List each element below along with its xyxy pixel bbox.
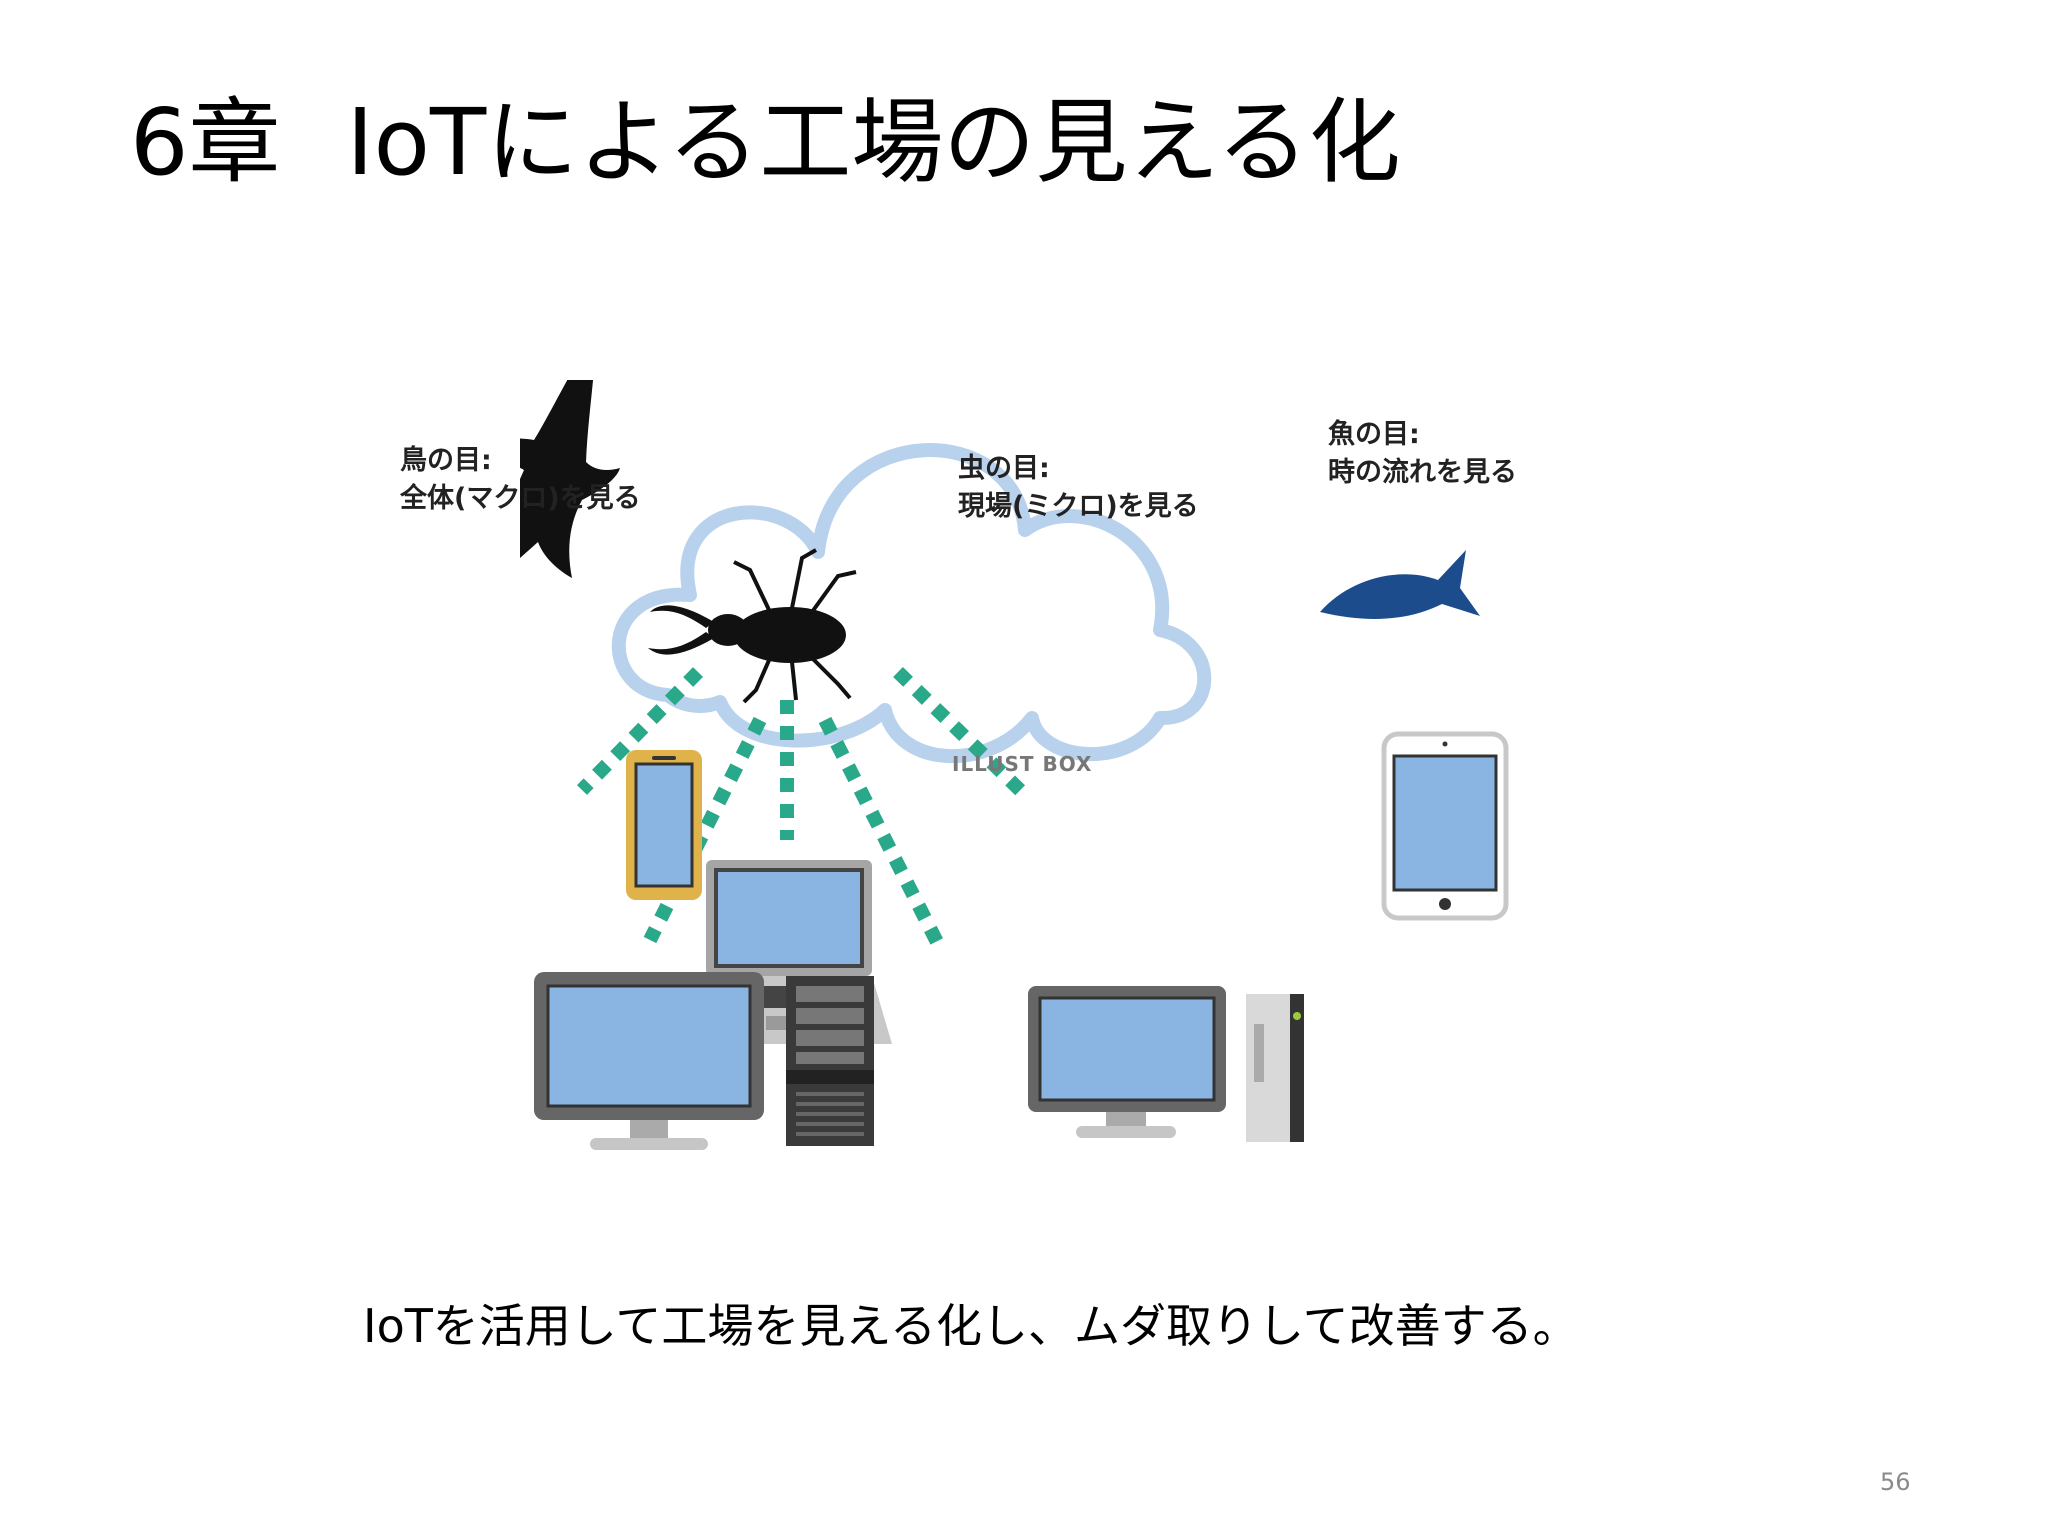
tower-pc-left-icon [786, 976, 874, 1146]
insect-eye-label-line2: 現場(ミクロ)を見る [958, 491, 1199, 522]
desktop-monitor-right-icon [1028, 986, 1226, 1138]
slide-caption: IoTを活用して工場を見える化し、ムダ取りして改善する。 [363, 1299, 1579, 1353]
eagle-icon [520, 380, 620, 578]
slide-title: 6章 IoTによる工場の見える化 [130, 88, 1401, 198]
illustration-graphics [520, 380, 1509, 1150]
chapter-title: IoTによる工場の見える化 [346, 89, 1401, 196]
smartphone-icon [626, 750, 702, 900]
fish-eye-label: 魚の目: 時の流れを見る [1328, 416, 1517, 492]
iot-illustration: 鳥の目: 全体(マクロ)を見る 虫の目: 現場(ミクロ)を見る 魚の目: 時の流… [400, 380, 1520, 1160]
insect-eye-label-line1: 虫の目: [958, 453, 1050, 484]
fish-eye-label-line2: 時の流れを見る [1328, 457, 1517, 488]
bird-eye-label: 鳥の目: 全体(マクロ)を見る [400, 442, 641, 518]
page-number: 56 [1880, 1468, 1911, 1496]
connection-lines [577, 666, 1027, 952]
chapter-number: 6章 [130, 89, 281, 196]
stag-beetle-icon [648, 548, 857, 704]
bird-eye-label-line2: 全体(マクロ)を見る [400, 483, 641, 514]
fish-eye-label-line1: 魚の目: [1328, 419, 1420, 450]
illustration-watermark: ILLUST BOX [952, 752, 1093, 776]
insect-eye-label: 虫の目: 現場(ミクロ)を見る [958, 450, 1199, 526]
bird-eye-label-line1: 鳥の目: [400, 445, 492, 476]
desktop-monitor-left-icon [534, 972, 764, 1150]
slim-tower-pc-icon [1246, 994, 1304, 1142]
cloud-icon [611, 443, 1212, 764]
fish-icon [1320, 550, 1480, 619]
tablet-icon [1381, 731, 1509, 921]
